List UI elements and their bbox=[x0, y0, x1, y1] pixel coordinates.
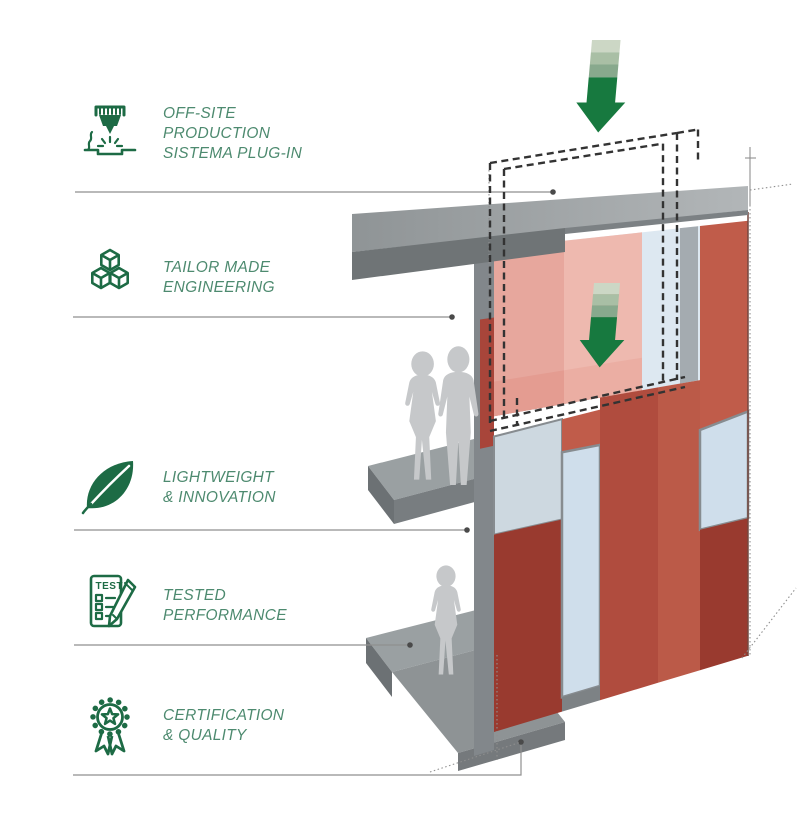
feature-certification-quality: CERTIFICATION & QUALITY bbox=[75, 686, 284, 766]
feature-label: LIGHTWEIGHT & INNOVATION bbox=[163, 469, 276, 506]
feature-lightweight-innovation: LIGHTWEIGHT & INNOVATION bbox=[75, 450, 276, 526]
arrow-head bbox=[579, 340, 625, 368]
plugin-dashed-outline bbox=[488, 128, 700, 433]
test-checklist-icon: TEST bbox=[75, 569, 145, 643]
cnc-machine-icon bbox=[75, 97, 145, 171]
woman-silhouette bbox=[405, 351, 440, 480]
roof-slab bbox=[352, 186, 748, 280]
feature-label: TAILOR MADE ENGINEERING bbox=[163, 259, 275, 296]
leader-lines bbox=[73, 189, 556, 776]
plugin-panel-translucent bbox=[494, 240, 564, 417]
man-silhouette bbox=[438, 346, 479, 485]
svg-text:TEST: TEST bbox=[96, 581, 124, 592]
certification-badge-icon bbox=[75, 689, 145, 763]
facade-corner-panel bbox=[700, 220, 748, 430]
woman-silhouette-lower bbox=[431, 565, 461, 675]
people-silhouettes bbox=[405, 346, 479, 675]
facade-window-lower-left bbox=[560, 443, 602, 699]
facade-panels bbox=[474, 212, 750, 756]
facade-window-lower-right bbox=[698, 409, 750, 532]
feature-tested-performance: TEST TESTED PERFORMANCE bbox=[75, 566, 287, 646]
feature-label: TESTED PERFORMANCE bbox=[163, 587, 287, 624]
feature-tailor-made-engineering: TAILOR MADE ENGINEERING bbox=[75, 240, 275, 316]
insert-arrow-middle bbox=[579, 283, 625, 368]
leaf-icon bbox=[75, 451, 145, 525]
arrow-head bbox=[576, 102, 626, 133]
feature-label: CERTIFICATION & QUALITY bbox=[163, 707, 285, 744]
feature-off-site-production: OFF-SITE PRODUCTION SISTEMA PLUG-IN bbox=[75, 92, 302, 176]
insert-arrow-top bbox=[576, 40, 626, 133]
feature-label: OFF-SITE PRODUCTION SISTEMA PLUG-IN bbox=[163, 105, 303, 162]
cubes-icon bbox=[75, 241, 145, 315]
